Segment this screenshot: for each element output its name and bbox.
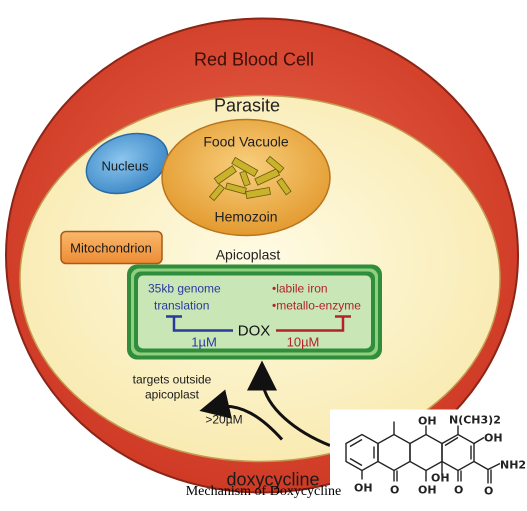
apicoplast-label: Apicoplast [216,247,281,263]
figure-caption: Mechanism of Doxycycline [185,484,342,499]
left-inhibition-line [172,316,233,332]
parasite-label: Parasite [214,96,280,116]
svg-text:NH2: NH2 [500,459,526,472]
svg-text:OH: OH [484,432,503,445]
outside-concentration: >20µM [205,413,242,427]
hemozoin-label: Hemozoin [214,209,277,225]
arrow-to-apicoplast [247,360,331,447]
doxycycline-structure: OH N(CH3)2 OH NH2 O O OH OH O OH [330,409,527,498]
svg-text:N(CH3)2: N(CH3)2 [449,414,501,427]
right-concentration: 10µM [287,335,320,350]
arrow-outside [199,389,284,441]
right-target-line1: •labile iron [272,282,328,296]
outside-targets-line2: apicoplast [145,388,200,402]
svg-text:OH: OH [354,482,373,495]
svg-text:O: O [454,484,463,497]
mitochondrion-label: Mitochondrion [70,241,152,256]
right-inhibition-line [276,316,345,332]
rbc-label: Red Blood Cell [194,50,314,70]
svg-text:OH: OH [431,472,450,485]
dox-label: DOX [238,323,271,340]
svg-text:OH: OH [418,484,437,497]
left-concentration: 1µM [191,335,217,350]
svg-text:O: O [390,484,399,497]
drug-name: doxycycline [226,470,319,490]
hemozoin-crystals [208,155,292,202]
right-target-line2: •metallo-enzyme [272,299,361,313]
mitochondrion [60,230,163,265]
food-vacuole-label: Food Vacuole [203,134,289,150]
nucleus-label: Nucleus [102,159,149,174]
nucleus [85,132,169,195]
svg-text:O: O [484,485,493,498]
left-target-line2: translation [154,299,209,313]
svg-text:OH: OH [418,415,437,428]
left-target-line1: 35kb genome [148,282,221,296]
outside-targets-line1: targets outside [133,373,212,387]
